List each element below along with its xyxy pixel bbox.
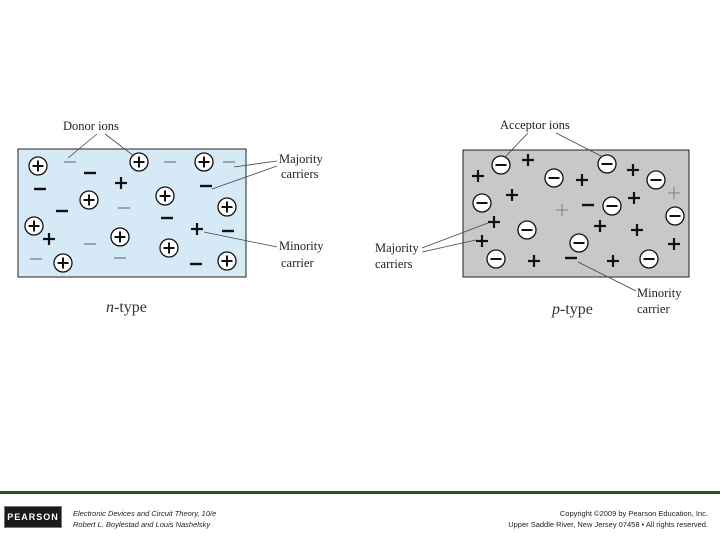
n-majority-label-line2: carriers: [281, 167, 319, 181]
slide-footer: PEARSON Electronic Devices and Circuit T…: [0, 494, 720, 540]
n-majority-label-line1: Majority: [279, 152, 323, 166]
p-majority-label-line2: carriers: [375, 257, 413, 271]
book-title: Electronic Devices and Circuit Theory, 1…: [73, 509, 217, 518]
p-minority-label-line1: Minority: [637, 286, 682, 300]
n-type-panel: Donor ions Majority carriers Minority ca…: [17, 119, 324, 316]
p-type-panel: Acceptor ions Majority carriers Minority…: [375, 118, 690, 318]
p-type-caption: p-type: [551, 301, 593, 318]
n-minority-label-line2: carrier: [281, 256, 314, 270]
p-majority-label-line1: Majority: [375, 241, 419, 255]
footer-copyright: Copyright ©2009 by Pearson Education, In…: [508, 508, 708, 530]
footer-book-info: Electronic Devices and Circuit Theory, 1…: [73, 508, 216, 530]
publisher-address: Upper Saddle River, New Jersey 07458 • A…: [508, 520, 708, 529]
p-minority-label-line2: carrier: [637, 302, 670, 316]
semiconductor-diagram: Donor ions Majority carriers Minority ca…: [17, 118, 690, 318]
footer-divider: [0, 491, 720, 494]
book-authors: Robert L. Boylestad and Louis Nashelsky: [73, 520, 211, 529]
pearson-logo: PEARSON: [4, 506, 62, 528]
n-minority-label-line1: Minority: [279, 239, 324, 253]
acceptor-ions-label: Acceptor ions: [500, 118, 570, 132]
n-type-caption: n-type: [106, 299, 147, 316]
logo-text: PEARSON: [7, 512, 59, 522]
copyright-text: Copyright ©2009 by Pearson Education, In…: [559, 509, 708, 518]
donor-ions-label: Donor ions: [63, 119, 119, 133]
